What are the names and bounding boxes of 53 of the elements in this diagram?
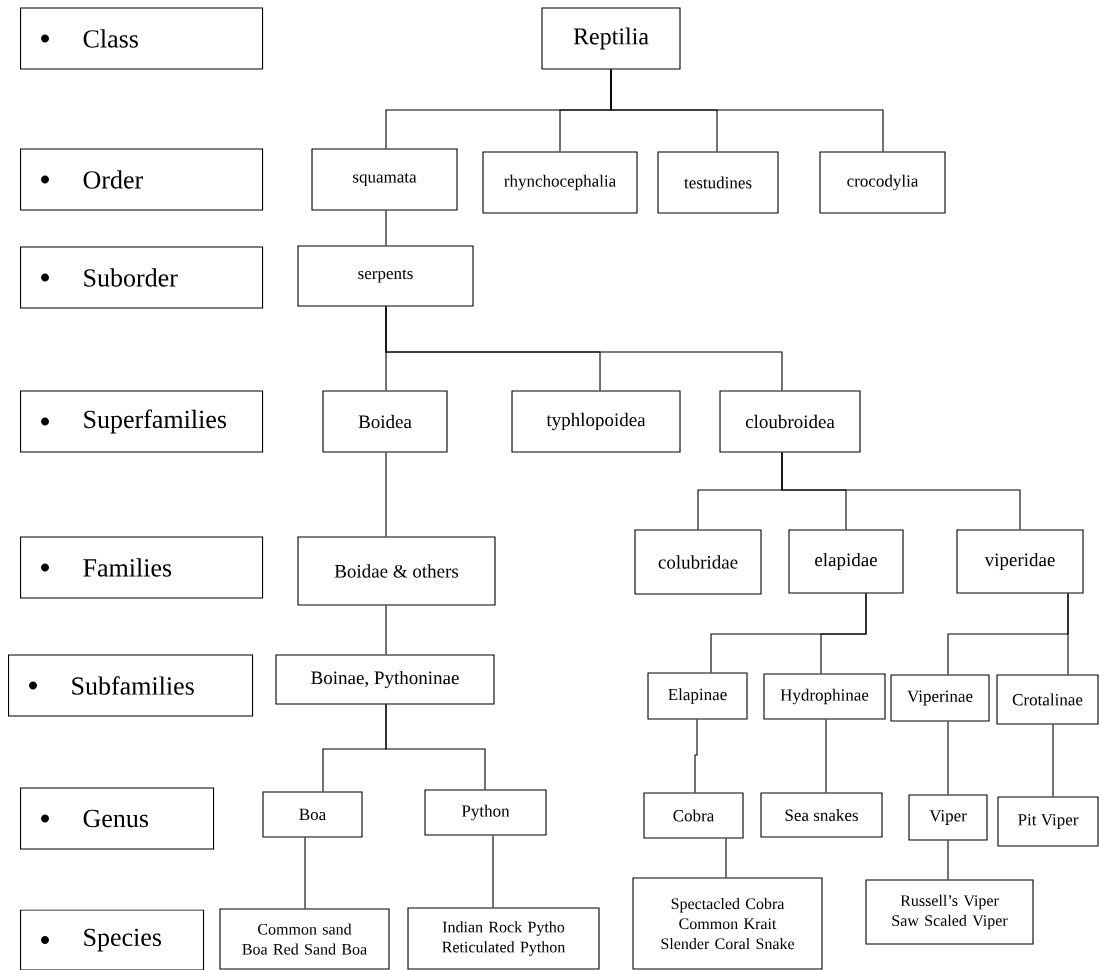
connector-line	[385, 704, 486, 790]
taxon-box: Sea snakes	[760, 792, 883, 838]
connector-line	[385, 306, 783, 391]
taxon-box: Boidae & others	[297, 536, 496, 606]
connector-line	[947, 840, 949, 880]
connector-line	[725, 838, 727, 878]
rank-box: Class	[20, 7, 264, 70]
taxon-box: Python	[424, 789, 547, 836]
connector-line	[385, 452, 387, 537]
taxon-box: typhlopoidea	[511, 390, 681, 453]
connector-line	[947, 721, 949, 795]
taxon-box: rhynchocephalia	[482, 151, 638, 214]
taxon-box: Crotalinae	[996, 674, 1099, 725]
taxon-box: crocodylia	[819, 151, 946, 214]
rank-box: Subfamilies	[8, 654, 254, 717]
taxon-box: Boidea	[322, 390, 448, 453]
taxon-box: cloubroidea	[719, 390, 861, 453]
connector-line	[1067, 593, 1069, 675]
connector-line	[385, 210, 387, 246]
taxon-box: Elapinae	[647, 672, 748, 720]
connector-line	[825, 719, 827, 793]
taxon-box: Reptilia	[541, 7, 681, 70]
taxon-box: squamata	[311, 148, 458, 211]
rank-box: Genus	[20, 787, 215, 850]
rank-box: Order	[20, 148, 264, 211]
taxon-box: viperidae	[956, 529, 1084, 594]
rank-box: Species	[20, 909, 205, 970]
connector-line	[781, 452, 1021, 530]
taxon-box: Hydrophinae	[763, 673, 886, 720]
rank-box: Suborder	[20, 246, 264, 309]
species-box: Russell’s Viper Saw Scaled Viper	[865, 879, 1034, 945]
connector-line	[304, 837, 306, 909]
species-box: Spectacled Cobra Common Krait Slender Coral Snake	[632, 877, 823, 970]
taxon-box: Cobra	[643, 792, 744, 839]
taxon-box: testudines	[657, 151, 779, 214]
connector-line	[385, 605, 387, 655]
taxon-box: Viper	[908, 794, 988, 841]
connector-line	[492, 835, 494, 908]
taxon-box: Viperinae	[890, 674, 990, 722]
connector-line	[1052, 724, 1054, 797]
taxon-box: elapidae	[788, 529, 904, 594]
taxon-box: Pit Viper	[997, 796, 1099, 847]
taxon-box: colubridae	[634, 529, 762, 595]
species-box: Common sand Boa Red Sand Boa	[219, 908, 390, 970]
rank-box: Superfamilies	[20, 390, 264, 453]
connector-line	[610, 69, 884, 152]
taxon-box: serpents	[297, 245, 474, 307]
species-box: Indian Rock Pytho Reticulated Python	[407, 907, 600, 970]
connector-line	[694, 719, 698, 793]
rank-box: Families	[20, 536, 264, 599]
taxon-box: Boinae, Pythoninae	[275, 654, 495, 705]
connector-line	[820, 593, 867, 674]
taxon-box: Boa	[262, 791, 363, 838]
